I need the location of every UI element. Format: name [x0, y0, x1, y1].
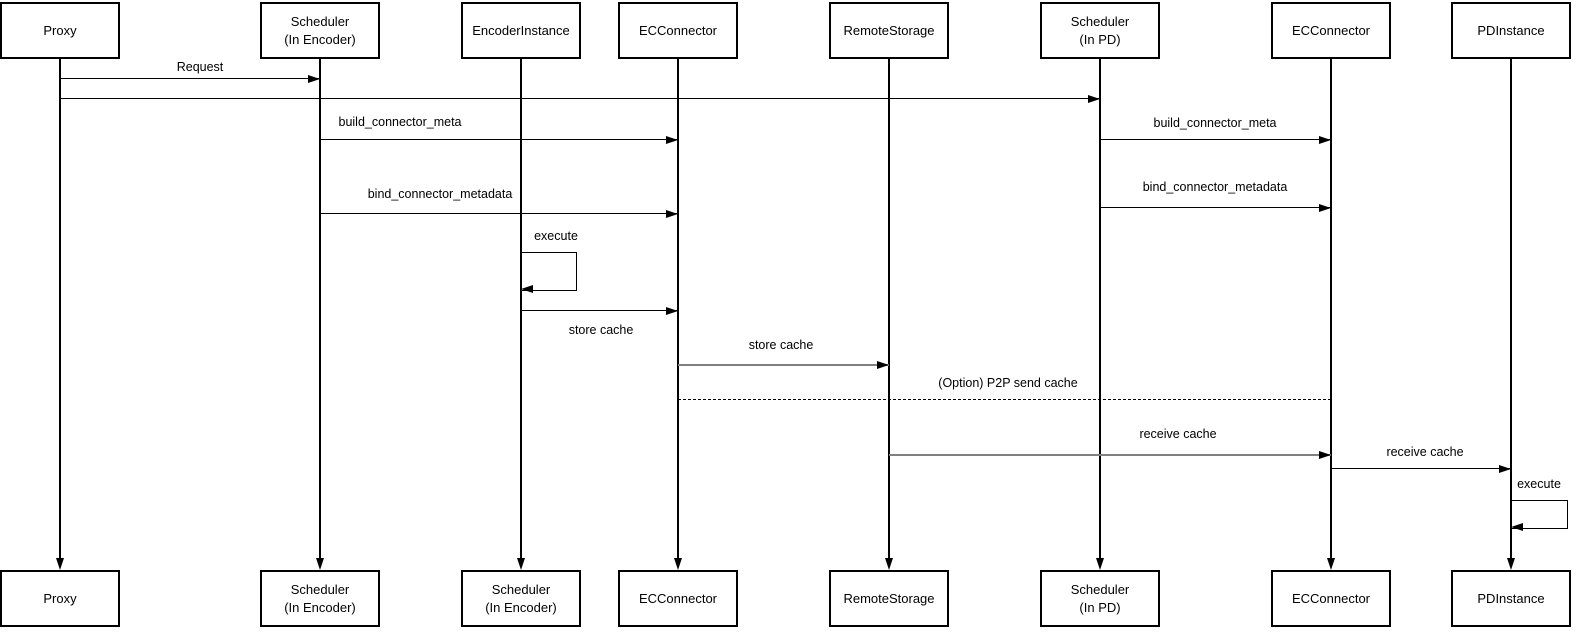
participant-label: Proxy: [43, 22, 77, 38]
lifeline-proxy: [59, 59, 61, 560]
participant-bottom-encoder-instance: Scheduler (In Encoder): [461, 570, 581, 627]
participant-label: Proxy: [43, 590, 77, 606]
message-line-p2p-send-cache: [678, 399, 1331, 400]
lifeline-scheduler-in-pd: [1099, 59, 1101, 560]
arrowhead-down-icon: [315, 558, 324, 570]
participant-label: RemoteStorage: [843, 22, 935, 38]
message-line-store-cache-remote: [678, 364, 889, 366]
participant-label: Scheduler (In PD): [1070, 13, 1130, 47]
participant-top-encoder-instance: EncoderInstance: [461, 2, 581, 59]
participant-label: ECConnector: [638, 590, 718, 606]
participant-label: PDInstance: [1477, 590, 1545, 606]
lifeline-ec-connector-pd: [1330, 59, 1332, 560]
participant-label: EncoderInstance: [472, 22, 570, 38]
message-line-request: [60, 78, 320, 79]
arrowhead-down-icon: [673, 558, 682, 570]
self-message-execute-encoder: [521, 252, 577, 291]
arrowhead-left-icon: [521, 285, 533, 293]
arrowhead-right-icon: [1319, 135, 1331, 144]
participant-top-remote-storage: RemoteStorage: [829, 2, 949, 59]
message-label-build-connector-meta-pd: build_connector_meta: [1151, 116, 1279, 131]
lifeline-remote-storage: [888, 59, 890, 560]
participant-label: Scheduler (In PD): [1070, 581, 1130, 615]
participant-bottom-scheduler-in-pd: Scheduler (In PD): [1040, 570, 1160, 627]
participant-label: Scheduler (In Encoder): [284, 13, 356, 47]
lifeline-scheduler-in-encoder: [319, 59, 321, 560]
participant-label: ECConnector: [638, 22, 718, 38]
arrowhead-down-icon: [1506, 558, 1515, 570]
arrowhead-right-icon: [666, 306, 678, 315]
message-line-build-connector-meta-encoder: [320, 139, 678, 140]
participant-bottom-ec-connector-pd: ECConnector: [1271, 570, 1391, 627]
message-label-build-connector-meta-encoder: build_connector_meta: [336, 115, 464, 130]
arrowhead-right-icon: [308, 74, 320, 83]
arrowhead-down-icon: [55, 558, 64, 570]
participant-top-scheduler-in-encoder: Scheduler (In Encoder): [260, 2, 380, 59]
participant-label: PDInstance: [1477, 22, 1545, 38]
arrowhead-down-icon: [1095, 558, 1104, 570]
participant-top-pd-instance: PDInstance: [1451, 2, 1571, 59]
message-label-receive-cache-remote: receive cache: [1137, 427, 1219, 442]
participant-label: ECConnector: [1291, 590, 1371, 606]
arrowhead-right-icon: [1088, 94, 1100, 103]
arrowhead-left-icon: [1511, 523, 1523, 531]
arrowhead-right-icon: [666, 209, 678, 218]
self-message-execute-pd: [1511, 500, 1568, 529]
message-line-receive-cache-remote: [889, 454, 1331, 456]
lifeline-pd-instance: [1510, 59, 1512, 560]
participant-bottom-proxy: Proxy: [0, 570, 120, 627]
participant-bottom-ec-connector-encoder: ECConnector: [618, 570, 738, 627]
message-line-bind-connector-metadata-encoder: [320, 213, 678, 214]
participant-top-ec-connector-pd: ECConnector: [1271, 2, 1391, 59]
message-line-build-connector-meta-pd: [1100, 139, 1331, 140]
arrowhead-right-icon: [1319, 203, 1331, 212]
participant-top-proxy: Proxy: [0, 2, 120, 59]
message-label-receive-cache-pd: receive cache: [1384, 445, 1466, 460]
participant-label: ECConnector: [1291, 22, 1371, 38]
arrowhead-right-icon: [1319, 450, 1331, 459]
lifeline-encoder-instance: [520, 59, 522, 560]
message-label-bind-connector-metadata-pd: bind_connector_metadata: [1140, 180, 1290, 195]
participant-bottom-remote-storage: RemoteStorage: [829, 570, 949, 627]
message-line-bind-connector-metadata-pd: [1100, 207, 1331, 208]
arrowhead-down-icon: [1326, 558, 1335, 570]
message-label-execute-pd: execute: [1515, 477, 1563, 492]
message-label-store-cache-remote: store cache: [746, 338, 816, 353]
arrowhead-right-icon: [666, 135, 678, 144]
arrowhead-down-icon: [884, 558, 893, 570]
arrowhead-right-icon: [877, 360, 889, 369]
message-label-store-cache-encoder: store cache: [566, 323, 636, 338]
message-label-execute-encoder: execute: [532, 229, 580, 244]
arrowhead-right-icon: [1499, 464, 1511, 473]
message-line-store-cache-encoder: [521, 310, 678, 311]
participant-bottom-pd-instance: PDInstance: [1451, 570, 1571, 627]
participant-label: RemoteStorage: [843, 590, 935, 606]
participant-top-ec-connector-encoder: ECConnector: [618, 2, 738, 59]
message-label-p2p-send-cache: (Option) P2P send cache: [936, 376, 1080, 391]
participant-label: Scheduler (In Encoder): [284, 581, 356, 615]
message-line-receive-cache-pd: [1331, 468, 1511, 469]
participant-bottom-scheduler-in-encoder: Scheduler (In Encoder): [260, 570, 380, 627]
message-label-bind-connector-metadata-encoder: bind_connector_metadata: [365, 187, 515, 202]
message-label-request: Request: [174, 60, 226, 75]
message-line-proxy-to-scheduler-pd: [60, 98, 1100, 99]
participant-top-scheduler-in-pd: Scheduler (In PD): [1040, 2, 1160, 59]
participant-label: Scheduler (In Encoder): [485, 581, 557, 615]
arrowhead-down-icon: [516, 558, 525, 570]
